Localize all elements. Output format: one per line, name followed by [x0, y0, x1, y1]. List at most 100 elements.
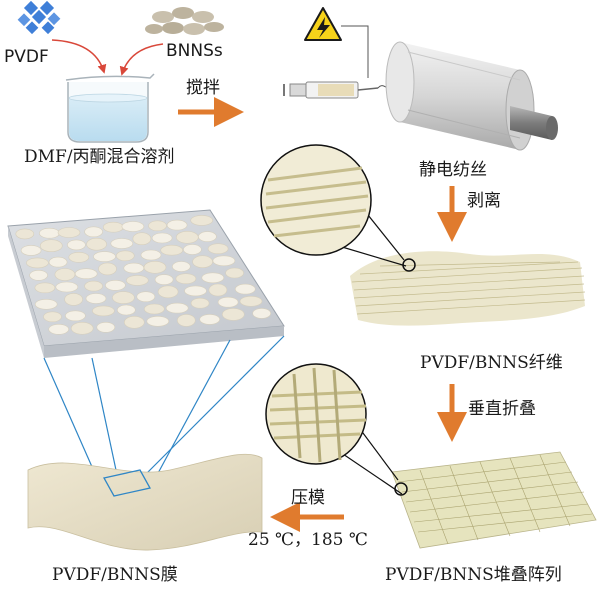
bnns-flake — [225, 267, 244, 279]
bnns-flake — [103, 221, 124, 233]
bnns-flake — [84, 280, 103, 292]
bnns-flake — [116, 250, 135, 262]
bnns-flake — [92, 305, 115, 317]
bnns-flake — [212, 255, 236, 267]
bnns-flake — [190, 297, 210, 309]
bnns-to-beaker-arrow — [119, 43, 164, 76]
bnns-flake — [132, 232, 152, 245]
bnns-flake — [143, 260, 167, 274]
electrospinning-label: 静电纺丝 — [419, 160, 487, 180]
bnns-flake — [239, 295, 263, 307]
bnns-flake — [64, 293, 83, 306]
bnns-flake — [55, 281, 79, 293]
bnns-flake — [160, 244, 183, 256]
bnns-flake — [151, 232, 173, 244]
bnns-flake — [184, 285, 207, 297]
bnns-flakes-icon — [145, 7, 224, 35]
film-icon — [27, 453, 263, 551]
bnns-flake — [177, 314, 196, 327]
pvdf-crystals-icon — [17, 0, 61, 35]
bnns-flake — [68, 251, 90, 263]
bnns-flake — [190, 215, 213, 226]
bnns-flake — [199, 314, 220, 325]
bnns-flake — [93, 251, 116, 262]
bnns-flake — [20, 245, 42, 256]
bnns-flake — [98, 262, 117, 276]
peel-label: 剥离 — [467, 191, 501, 211]
bnns-flake — [34, 282, 56, 294]
bnns-flake — [86, 237, 107, 251]
bnns-flake — [43, 311, 62, 323]
stack-array-label: PVDF/BNNS堆叠阵列 — [385, 565, 562, 585]
bnns-flake — [154, 274, 174, 285]
bnnss-label: BNNSs — [166, 41, 223, 61]
bnns-flake — [157, 285, 179, 299]
bnns-flake — [252, 308, 272, 319]
bnns-flake — [39, 227, 60, 239]
beaker-icon — [65, 73, 155, 143]
composite-slab-icon — [7, 209, 285, 358]
bnns-flake — [26, 257, 49, 269]
bnns-flake — [39, 239, 63, 252]
bnns-flake — [136, 291, 156, 303]
stacked-array-icon — [391, 451, 597, 549]
bnns-flake — [124, 315, 145, 329]
bnns-flake — [192, 255, 213, 269]
bnns-flake — [201, 272, 225, 284]
bnns-flake — [105, 279, 126, 291]
bnns-flake — [65, 310, 86, 322]
bnns-flake — [85, 293, 107, 304]
pvdf-to-beaker-arrow — [51, 39, 107, 74]
bnns-flake — [176, 231, 199, 244]
bnns-flake — [126, 275, 149, 286]
bnns-flake — [217, 296, 239, 308]
bnns-flake — [117, 304, 136, 316]
syringe-icon — [283, 81, 379, 99]
bnns-flake — [74, 268, 98, 280]
bnns-flake — [110, 238, 134, 249]
bnns-flake — [144, 303, 165, 315]
pvdf-label: PVDF — [4, 47, 49, 67]
bnns-flake — [198, 231, 217, 242]
temperatures-label: 25 ℃，185 ℃ — [248, 530, 368, 550]
fiber-label: PVDF/BNNS纤维 — [420, 353, 563, 373]
bnns-flake — [207, 243, 229, 254]
bnns-flake — [148, 220, 167, 232]
bnns-flake — [15, 228, 35, 240]
bnns-flake — [146, 315, 170, 327]
power-wire — [341, 25, 369, 78]
bnns-flake — [34, 298, 58, 310]
bnns-flake — [172, 261, 191, 272]
collector-drum-icon — [385, 41, 558, 151]
bnns-flake — [208, 283, 228, 297]
bnns-flake — [175, 273, 197, 285]
bnns-flake — [48, 323, 70, 335]
bnns-flake — [112, 291, 135, 304]
bnns-flake — [165, 302, 189, 314]
bnns-flake — [96, 321, 116, 333]
bnns-flake — [166, 219, 188, 231]
bnns-flake — [48, 256, 68, 268]
bnns-flake — [57, 227, 81, 238]
projection-lines — [43, 335, 285, 495]
bnns-flake — [183, 244, 202, 255]
bnns-flake — [123, 262, 145, 274]
bnns-flake — [235, 283, 256, 295]
bnns-flake — [121, 221, 145, 232]
high-voltage-icon — [304, 7, 342, 41]
bnns-flake — [54, 268, 76, 281]
bnns-flake-grid — [15, 215, 272, 335]
stack-zoom-icon — [265, 363, 408, 496]
bnns-flake — [140, 249, 162, 261]
solvent-label: DMF/丙酮混合溶剂 — [24, 147, 175, 167]
film-label: PVDF/BNNS膜 — [52, 565, 178, 585]
bnns-flake — [70, 321, 94, 335]
bnns-flake — [67, 239, 86, 251]
bnns-flake — [84, 226, 103, 238]
press-label: 压模 — [291, 488, 325, 508]
fiber-zoom-icon — [260, 144, 416, 272]
stir-label: 搅拌 — [186, 78, 220, 98]
vertical-fold-label: 垂直折叠 — [468, 399, 536, 419]
